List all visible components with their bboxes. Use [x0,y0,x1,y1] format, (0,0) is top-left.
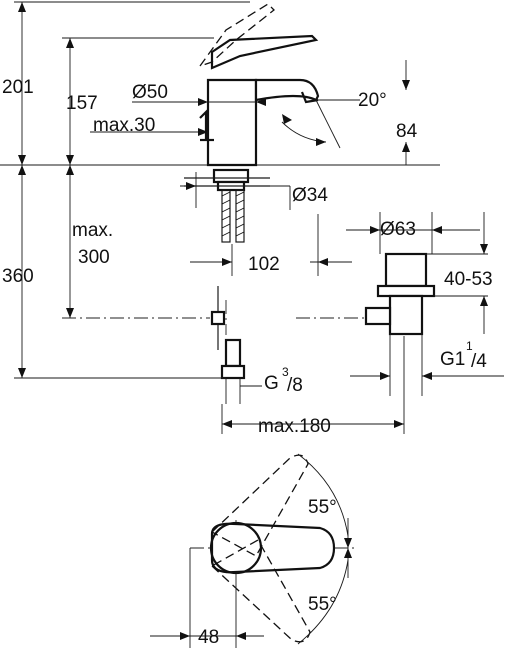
lever-rest-position [210,522,336,574]
arrow-48-right [236,632,246,640]
angle-arc-bottom [297,559,349,645]
label-g1: G1 [440,349,465,370]
angle-valve-connector [224,338,242,368]
label-157: 157 [66,93,98,114]
label-102: 102 [248,254,280,275]
waste-locknut [376,284,436,298]
dim-angle-leg [315,99,341,149]
label-g1-sub: /4 [471,351,487,372]
label-d34: Ø34 [292,185,328,206]
label-84: 84 [396,121,418,142]
mounting-nut [212,168,250,184]
side-elevation: 201 157 Ø50 max.30 20° 84 Ø34 max. 300 3… [0,1,504,437]
lever-rotated-down [210,539,311,643]
label-201: 201 [2,77,34,98]
label-300: 300 [78,247,110,268]
spout [254,78,320,102]
angle-valve-nut [220,364,246,380]
plan-view: 55° 55° 48 [150,453,356,648]
angle-arc-top [297,453,349,537]
pop-up-knob [199,109,208,140]
label-g1-sup: 1 [466,339,473,353]
waste-flange [384,252,428,288]
arrow-angle-bottom [344,548,352,558]
supply-tee [210,310,226,326]
label-d63: Ø63 [380,219,416,240]
label-g38: G [264,373,279,394]
faucet-body [206,78,258,167]
label-d50: Ø50 [132,82,168,103]
dimension-arrowheads [18,2,488,428]
label-55-top: 55° [308,497,337,518]
lever-closed [210,34,319,70]
dim-angle-arc [281,121,327,143]
label-max30: max.30 [93,115,155,136]
label-g38-sub: /8 [287,375,303,396]
label-max: max. [72,220,113,241]
lever-open-dashed [198,3,275,68]
hose-hatching [221,191,245,237]
label-360: 360 [2,266,34,287]
waste-body [388,294,424,336]
aerator [300,91,319,104]
arrow-48-left [180,632,190,640]
label-g38-sup: 3 [282,365,289,379]
arrow-angle-top [344,538,352,548]
waste-pivot [364,306,392,326]
label-55-bottom: 55° [308,594,337,615]
lever-rotated-up [210,454,309,557]
label-max180: max.180 [258,416,331,437]
label-40-53: 40-53 [444,269,493,290]
label-48: 48 [198,627,219,648]
label-20deg: 20° [358,90,387,111]
